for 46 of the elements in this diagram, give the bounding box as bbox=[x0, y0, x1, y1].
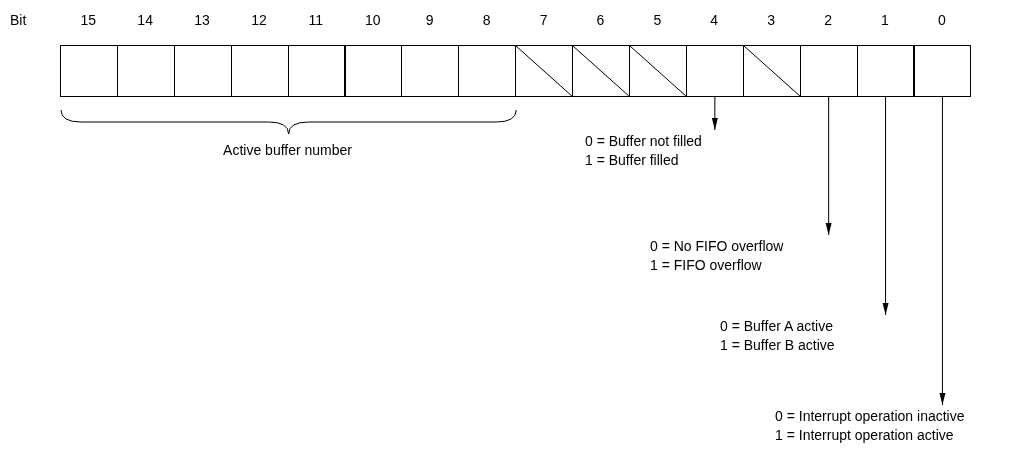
bit-label: Bit bbox=[10, 12, 27, 28]
crossed-bit-cell bbox=[572, 45, 630, 97]
description-line: 0 = No FIFO overflow bbox=[650, 237, 784, 256]
bit-number: 5 bbox=[653, 12, 662, 28]
description-line: 1 = Buffer B active bbox=[720, 336, 835, 355]
description-line: 1 = Buffer filled bbox=[585, 151, 680, 170]
bit-cell bbox=[230, 45, 289, 97]
bit-number: 7 bbox=[539, 12, 548, 28]
crossed-bit-cell bbox=[742, 45, 801, 97]
bit-cell bbox=[344, 45, 403, 97]
bit-number: 6 bbox=[596, 12, 605, 28]
bit-number: 9 bbox=[425, 12, 434, 28]
description-line: 1 = Interrupt operation active bbox=[775, 426, 955, 445]
bit-number: 0 bbox=[937, 12, 946, 28]
bit-number: 13 bbox=[194, 12, 210, 28]
bit-number: 1 bbox=[881, 12, 889, 28]
bit-cell bbox=[685, 45, 744, 97]
bit-cell bbox=[287, 45, 346, 97]
bit-number: 10 bbox=[364, 12, 381, 28]
bit-cell bbox=[799, 45, 858, 97]
bit-cell bbox=[913, 45, 972, 97]
description-line: 0 = Interrupt operation inactive bbox=[775, 407, 965, 426]
bit-cell bbox=[60, 45, 118, 97]
bit-number: 12 bbox=[251, 12, 267, 28]
arrow bbox=[939, 96, 946, 406]
bit-number: 2 bbox=[824, 12, 832, 28]
bit-number: 4 bbox=[710, 12, 719, 28]
field-label: Active buffer number bbox=[223, 142, 352, 158]
bit-number: 14 bbox=[137, 12, 153, 28]
bit-number: 11 bbox=[308, 12, 324, 28]
arrow bbox=[711, 96, 718, 131]
bit-cell bbox=[401, 45, 460, 97]
description-line: 0 = Buffer A active bbox=[720, 317, 834, 336]
bit-number: 3 bbox=[767, 12, 776, 28]
arrow bbox=[882, 96, 889, 316]
bit-cell bbox=[173, 45, 232, 97]
bit-number: 15 bbox=[80, 12, 96, 28]
bit-number: 8 bbox=[482, 12, 491, 28]
crossed-bit-cell bbox=[629, 45, 687, 97]
bit-cell bbox=[458, 45, 517, 97]
description-line: 0 = Buffer not filled bbox=[585, 132, 702, 151]
description-line: 1 = FIFO overflow bbox=[650, 256, 763, 275]
crossed-bit-cell bbox=[515, 45, 574, 97]
bit-cell bbox=[116, 45, 175, 97]
arrow bbox=[825, 96, 832, 236]
bit-cell bbox=[856, 45, 915, 97]
